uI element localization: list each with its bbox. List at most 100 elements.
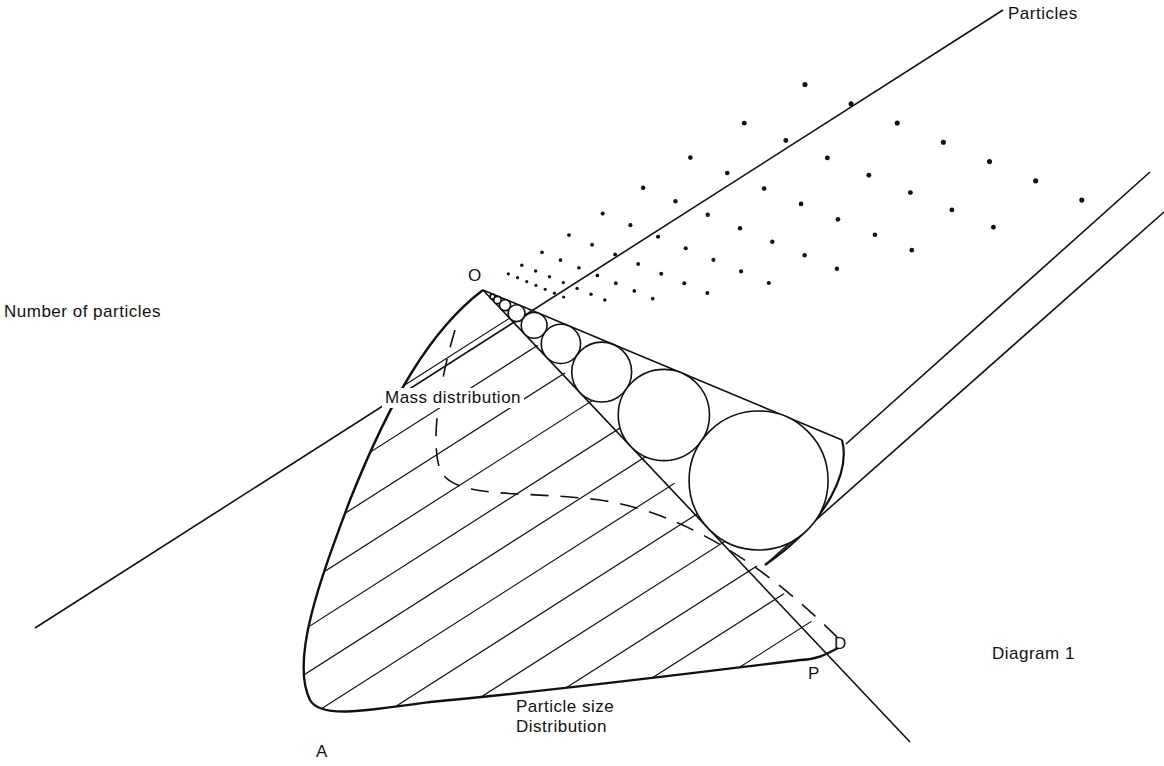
- hatch-line: [0, 0, 1164, 742]
- particle-dot: [632, 289, 636, 293]
- particle-dot: [651, 297, 655, 301]
- hatch-line: [0, 0, 1058, 486]
- diagram-label: Number of particles: [4, 302, 161, 322]
- particle-dot: [544, 288, 547, 291]
- hatch-line: [0, 126, 1164, 766]
- particle-dot: [688, 155, 693, 160]
- diagram-label: Particles: [1008, 4, 1078, 24]
- particle-dot: [562, 281, 565, 284]
- particle-dot: [603, 298, 606, 301]
- particle-dot: [739, 269, 743, 273]
- particle-dot: [770, 240, 774, 244]
- particle-dot: [614, 281, 618, 285]
- hatch-line: [0, 0, 1037, 454]
- particle-circles: [490, 294, 828, 550]
- particle-circle: [618, 369, 709, 460]
- particle-dot: [725, 171, 730, 176]
- particle-dot: [673, 199, 677, 203]
- hatch-line: [0, 62, 1164, 766]
- particle-dot: [799, 202, 804, 207]
- diagram-label: Mass distribution: [382, 388, 524, 408]
- particle-dot: [567, 233, 571, 237]
- hatch-line: [0, 0, 1160, 646]
- hatch-line: [0, 0, 1164, 678]
- tail-line: [846, 172, 1150, 444]
- particle-dot: [525, 280, 528, 283]
- particle-dot: [762, 186, 767, 191]
- hatch-line: [0, 0, 1017, 422]
- hatch-line: [0, 222, 1164, 766]
- particle-dot: [705, 291, 709, 295]
- particle-dot: [684, 246, 688, 250]
- particle-dot: [742, 121, 747, 126]
- diagram-label: O: [468, 266, 482, 286]
- particle-dot: [825, 155, 830, 160]
- particle-dot: [656, 235, 660, 239]
- hatch-line: [0, 0, 1119, 582]
- hatch-line: [0, 0, 996, 390]
- particle-dot: [991, 225, 996, 230]
- mass-distribution-curve: [436, 330, 840, 640]
- particle-dot: [873, 232, 878, 237]
- particle-dot: [589, 292, 592, 295]
- hatch-line: [0, 0, 1078, 518]
- particle-dot: [895, 120, 900, 125]
- diagram-label: A: [316, 742, 328, 762]
- tail-line: [765, 212, 1164, 565]
- particle-dot: [706, 213, 710, 217]
- particle-dot: [516, 276, 519, 279]
- particle-dot: [577, 266, 581, 270]
- particle-dot: [520, 264, 523, 267]
- particle-dot: [1079, 198, 1084, 203]
- particle-dot: [987, 159, 992, 164]
- particle-dot: [849, 101, 854, 106]
- particle-dot: [559, 258, 563, 262]
- hatch-line: [0, 0, 1098, 550]
- particle-dot: [534, 269, 537, 272]
- particle-dot: [802, 82, 807, 87]
- particle-dot: [641, 186, 645, 190]
- particle-circle: [572, 342, 632, 402]
- particle-dot: [941, 140, 946, 145]
- particle-dot: [711, 258, 715, 262]
- particle-dot: [866, 173, 871, 178]
- particle-dot: [553, 292, 556, 295]
- particle-dot: [682, 281, 686, 285]
- particle-dot: [1033, 178, 1038, 183]
- hatch-line: [0, 190, 1164, 766]
- number-axis: [35, 10, 1003, 628]
- particle-dot: [575, 287, 578, 290]
- particle-dot: [738, 226, 742, 230]
- particle-dot: [548, 275, 551, 278]
- diagram-label: Particle size Distribution: [516, 697, 634, 736]
- particle-dot: [783, 138, 788, 143]
- hatch-line: [0, 0, 1139, 614]
- diagram-label: D: [834, 634, 847, 654]
- hatch-line: [0, 0, 1164, 710]
- particle-dot: [601, 212, 605, 216]
- particle-dot: [908, 190, 913, 195]
- particle-dot: [507, 272, 510, 275]
- size-distribution-curve: [304, 290, 838, 712]
- particle-dot: [636, 262, 640, 266]
- size-axis: [483, 290, 910, 742]
- particle-dot: [659, 272, 663, 276]
- particle-dot: [628, 223, 632, 227]
- particle-dot: [613, 252, 617, 256]
- particle-dot: [909, 248, 914, 253]
- particle-dot: [590, 243, 594, 247]
- particle-dot: [540, 250, 544, 254]
- particle-circle: [689, 411, 828, 550]
- particle-dot: [767, 281, 771, 285]
- diagram-label: P: [808, 664, 820, 684]
- hatch-line: [0, 94, 1164, 766]
- particle-dot: [534, 284, 537, 287]
- particle-dot: [835, 267, 839, 271]
